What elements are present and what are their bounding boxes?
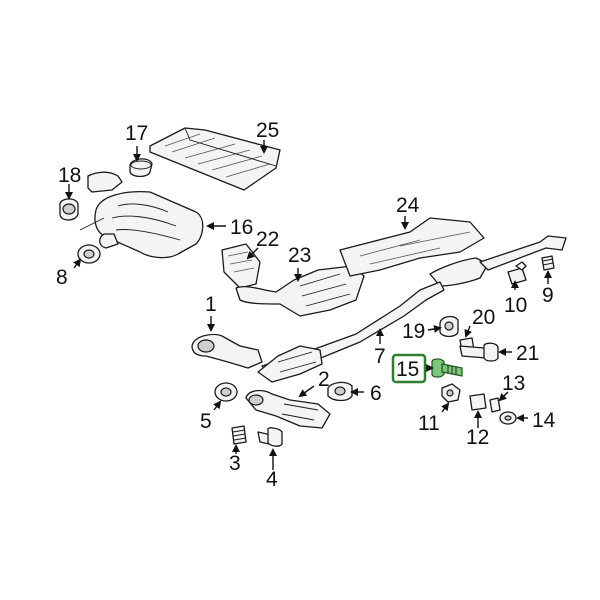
callout-20: 20 [472, 306, 495, 329]
muffler-part [79, 171, 204, 259]
washer-part [499, 411, 517, 425]
highlight-box [391, 353, 427, 384]
callout-18: 18 [58, 164, 81, 187]
callout-25: 25 [256, 119, 279, 142]
manifold-pipe-part [191, 333, 263, 369]
resonator-shield-part [339, 217, 485, 277]
flange-bolt-part-21 [459, 342, 499, 362]
callout-11: 11 [418, 412, 440, 435]
callout-8: 8 [56, 266, 68, 289]
highlighted-bolt-part [431, 358, 463, 378]
nut-part [441, 383, 461, 403]
gasket-part [214, 382, 238, 402]
callout-24: 24 [396, 194, 420, 217]
callout-10: 10 [504, 294, 527, 317]
stud-part-9 [541, 255, 555, 271]
flange-gasket-part [327, 381, 353, 402]
callout-12: 12 [466, 426, 489, 449]
callout-17: 17 [125, 122, 148, 145]
stud-part [231, 425, 247, 445]
callout-labels: 17 25 18 16 8 22 23 24 1 7 19 20 21 15 2… [56, 119, 556, 491]
clamp-part [129, 158, 153, 178]
spacer-part [469, 393, 487, 411]
callout-14: 14 [532, 409, 556, 432]
callout-2: 2 [318, 368, 330, 391]
small-spacer-part [489, 397, 501, 413]
callout-13: 13 [502, 372, 525, 395]
clamp-nut-part [439, 315, 459, 338]
callout-22: 22 [256, 228, 279, 251]
heat-shield-part [149, 127, 281, 191]
callout-9: 9 [542, 284, 554, 307]
callout-5: 5 [200, 410, 212, 433]
leader-lines [65, 140, 552, 470]
callout-1: 1 [205, 293, 217, 316]
catalytic-converter-part [245, 389, 331, 429]
center-pipe-part [235, 265, 365, 317]
callout-23: 23 [288, 244, 311, 267]
callout-16: 16 [230, 216, 253, 239]
bracket-part [221, 243, 261, 289]
callout-6: 6 [370, 382, 382, 405]
flange-bolt-part [507, 261, 527, 285]
callout-21: 21 [516, 342, 539, 365]
callout-7: 7 [374, 345, 386, 368]
gasket-ring-part [77, 244, 101, 264]
callout-15: 15 [396, 358, 419, 381]
bolt-part [257, 427, 283, 447]
callout-19: 19 [402, 320, 425, 343]
callout-3: 3 [229, 452, 241, 475]
hanger-part [59, 198, 79, 221]
front-converter-part [257, 345, 323, 383]
callout-4: 4 [266, 468, 278, 491]
